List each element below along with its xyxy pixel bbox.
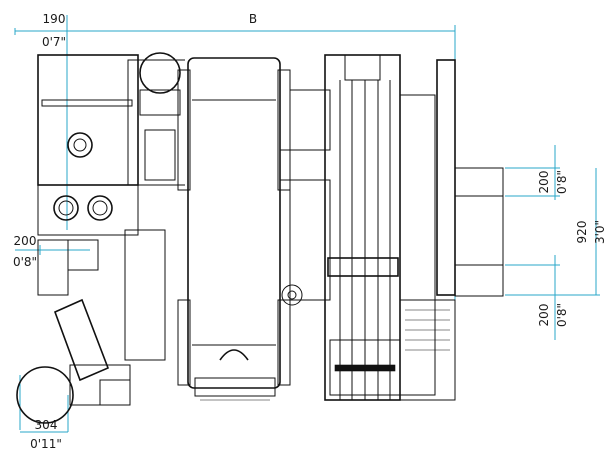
- port-icon: [67, 132, 93, 158]
- dimension-labels: B 190 0'7" 200 0'8" 304 0'11" 200 0'8" 9…: [13, 12, 607, 451]
- dimension-right-top-metric: 200: [537, 171, 551, 194]
- top-roller-icon: [139, 52, 181, 94]
- left-assembly: [16, 52, 185, 424]
- dimension-left-mid-metric: 200: [14, 234, 37, 248]
- dimension-top-left-imperial: 0'7": [42, 35, 66, 49]
- dimension-top-left-metric: 190: [43, 12, 66, 26]
- cable-bundle: [405, 309, 450, 351]
- gauge-left-icon: [53, 195, 79, 221]
- dimension-right-total-metric: 920: [575, 221, 589, 244]
- dimension-b-label: B: [249, 12, 257, 26]
- dimension-right-total-imperial: 3'0": [593, 220, 607, 244]
- central-drum: [177, 57, 303, 401]
- dimension-left-mid-imperial: 0'8": [13, 255, 37, 269]
- gauge-right-icon: [87, 195, 113, 221]
- dimension-bottom-left-metric: 304: [35, 418, 58, 432]
- idler-wheel-icon: [281, 284, 303, 306]
- right-mast: [324, 54, 504, 401]
- dimension-bottom-left-imperial: 0'11": [30, 437, 62, 451]
- bottom-roller-icon: [16, 366, 74, 424]
- drum-chain: [200, 395, 270, 401]
- dimension-right-top-imperial: 0'8": [555, 170, 569, 194]
- middle-body: [280, 89, 331, 301]
- dimension-right-bottom-metric: 200: [537, 304, 551, 327]
- dimension-right-bottom-imperial: 0'8": [555, 303, 569, 327]
